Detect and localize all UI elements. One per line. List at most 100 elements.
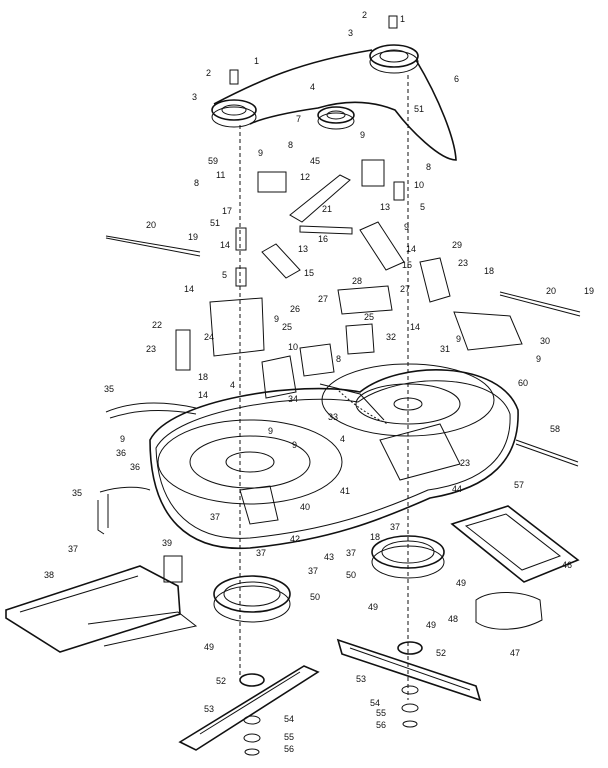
callout-56a: 56 (376, 720, 386, 730)
callout-51b: 51 (210, 218, 220, 228)
callout-27b: 27 (400, 284, 410, 294)
callout-44: 44 (452, 484, 462, 494)
mower-blades (178, 638, 482, 751)
callout-5a: 5 (420, 202, 425, 212)
callout-54b: 54 (284, 714, 294, 724)
callout-30: 30 (540, 336, 550, 346)
callout-1b: 1 (254, 56, 259, 66)
callout-8b: 8 (426, 162, 431, 172)
callout-23c: 23 (460, 458, 470, 468)
callout-40: 40 (300, 502, 310, 512)
callout-31: 31 (440, 344, 450, 354)
callout-21: 21 (322, 204, 332, 214)
callout-4b: 4 (230, 380, 235, 390)
spindle-nuts (239, 641, 423, 756)
callout-4c: 4 (340, 434, 345, 444)
callout-43: 43 (324, 552, 334, 562)
callout-7: 7 (296, 114, 301, 124)
callout-48: 48 (448, 614, 458, 624)
callout-14a: 14 (220, 240, 230, 250)
callout-34: 34 (288, 394, 298, 404)
callout-18a: 18 (484, 266, 494, 276)
callout-37f: 37 (308, 566, 318, 576)
callout-38: 38 (44, 570, 54, 580)
callout-35a: 35 (104, 384, 114, 394)
blade-adapters (213, 535, 445, 623)
linkage-parts (105, 159, 581, 419)
drive-belt (213, 49, 457, 161)
callout-23a: 23 (458, 258, 468, 268)
callout-32: 32 (386, 332, 396, 342)
callout-55a: 55 (376, 708, 386, 718)
callout-10b: 10 (288, 342, 298, 352)
callout-47: 47 (510, 648, 520, 658)
callout-58: 58 (550, 424, 560, 434)
callout-37c: 37 (68, 544, 78, 554)
callout-37e: 37 (346, 548, 356, 558)
callout-60: 60 (518, 378, 528, 388)
callout-25b: 25 (282, 322, 292, 332)
idler-pulley (317, 106, 355, 130)
callout-33: 33 (328, 412, 338, 422)
callout-23b: 23 (146, 344, 156, 354)
right-mount-bracket (450, 505, 580, 630)
callout-17: 17 (222, 206, 232, 216)
callout-15b: 15 (304, 268, 314, 278)
callout-13a: 13 (380, 202, 390, 212)
callout-6: 6 (454, 74, 459, 84)
callout-55b: 55 (284, 732, 294, 742)
callout-42: 42 (290, 534, 300, 544)
callout-25a: 25 (364, 312, 374, 322)
callout-18b: 18 (198, 372, 208, 382)
discharge-chute (5, 555, 198, 653)
callout-8c: 8 (194, 178, 199, 188)
callout-14d: 14 (410, 322, 420, 332)
callout-49b: 49 (368, 602, 378, 612)
callout-9c: 9 (404, 222, 409, 232)
callout-8a: 8 (288, 140, 293, 150)
callout-9d: 9 (274, 314, 279, 324)
callout-53b: 53 (204, 704, 214, 714)
callout-51a: 51 (414, 104, 424, 114)
callout-9b: 9 (258, 148, 263, 158)
callout-41: 41 (340, 486, 350, 496)
callout-2b: 2 (206, 68, 211, 78)
callout-39: 39 (162, 538, 172, 548)
top-left-pulley (211, 69, 257, 128)
callout-19b: 19 (584, 286, 594, 296)
callout-50b: 50 (310, 592, 320, 602)
callout-9f: 9 (536, 354, 541, 364)
callout-14c: 14 (184, 284, 194, 294)
callout-10a: 10 (414, 180, 424, 190)
callout-9i: 9 (292, 440, 297, 450)
callout-24: 24 (204, 332, 214, 342)
callout-labels: 1 2 3 1 2 3 6 4 7 51 8 9 8 45 59 9 11 12… (44, 10, 594, 754)
callout-37d: 37 (256, 548, 266, 558)
callout-18c: 18 (370, 532, 380, 542)
callout-37b: 37 (390, 522, 400, 532)
callout-20a: 20 (146, 220, 156, 230)
callout-26: 26 (290, 304, 300, 314)
deck-side-parts (97, 439, 579, 535)
callout-50a: 50 (346, 570, 356, 580)
callout-49d: 49 (204, 642, 214, 652)
callout-3a: 3 (348, 28, 353, 38)
mower-deck (149, 363, 519, 550)
callout-53a: 53 (356, 674, 366, 684)
callout-11: 11 (216, 170, 225, 180)
callout-3b: 3 (192, 92, 197, 102)
callout-52b: 52 (216, 676, 226, 686)
callout-54a: 54 (370, 698, 380, 708)
callout-36a: 36 (116, 448, 126, 458)
callout-9h: 9 (268, 426, 273, 436)
callout-9e: 9 (456, 334, 461, 344)
top-right-pulley (369, 15, 419, 74)
callout-12: 12 (300, 172, 310, 182)
callout-59: 59 (208, 156, 218, 166)
callout-37a: 37 (210, 512, 220, 522)
callout-19a: 19 (188, 232, 198, 242)
callout-14e: 14 (198, 390, 208, 400)
callout-49a: 49 (456, 578, 466, 588)
